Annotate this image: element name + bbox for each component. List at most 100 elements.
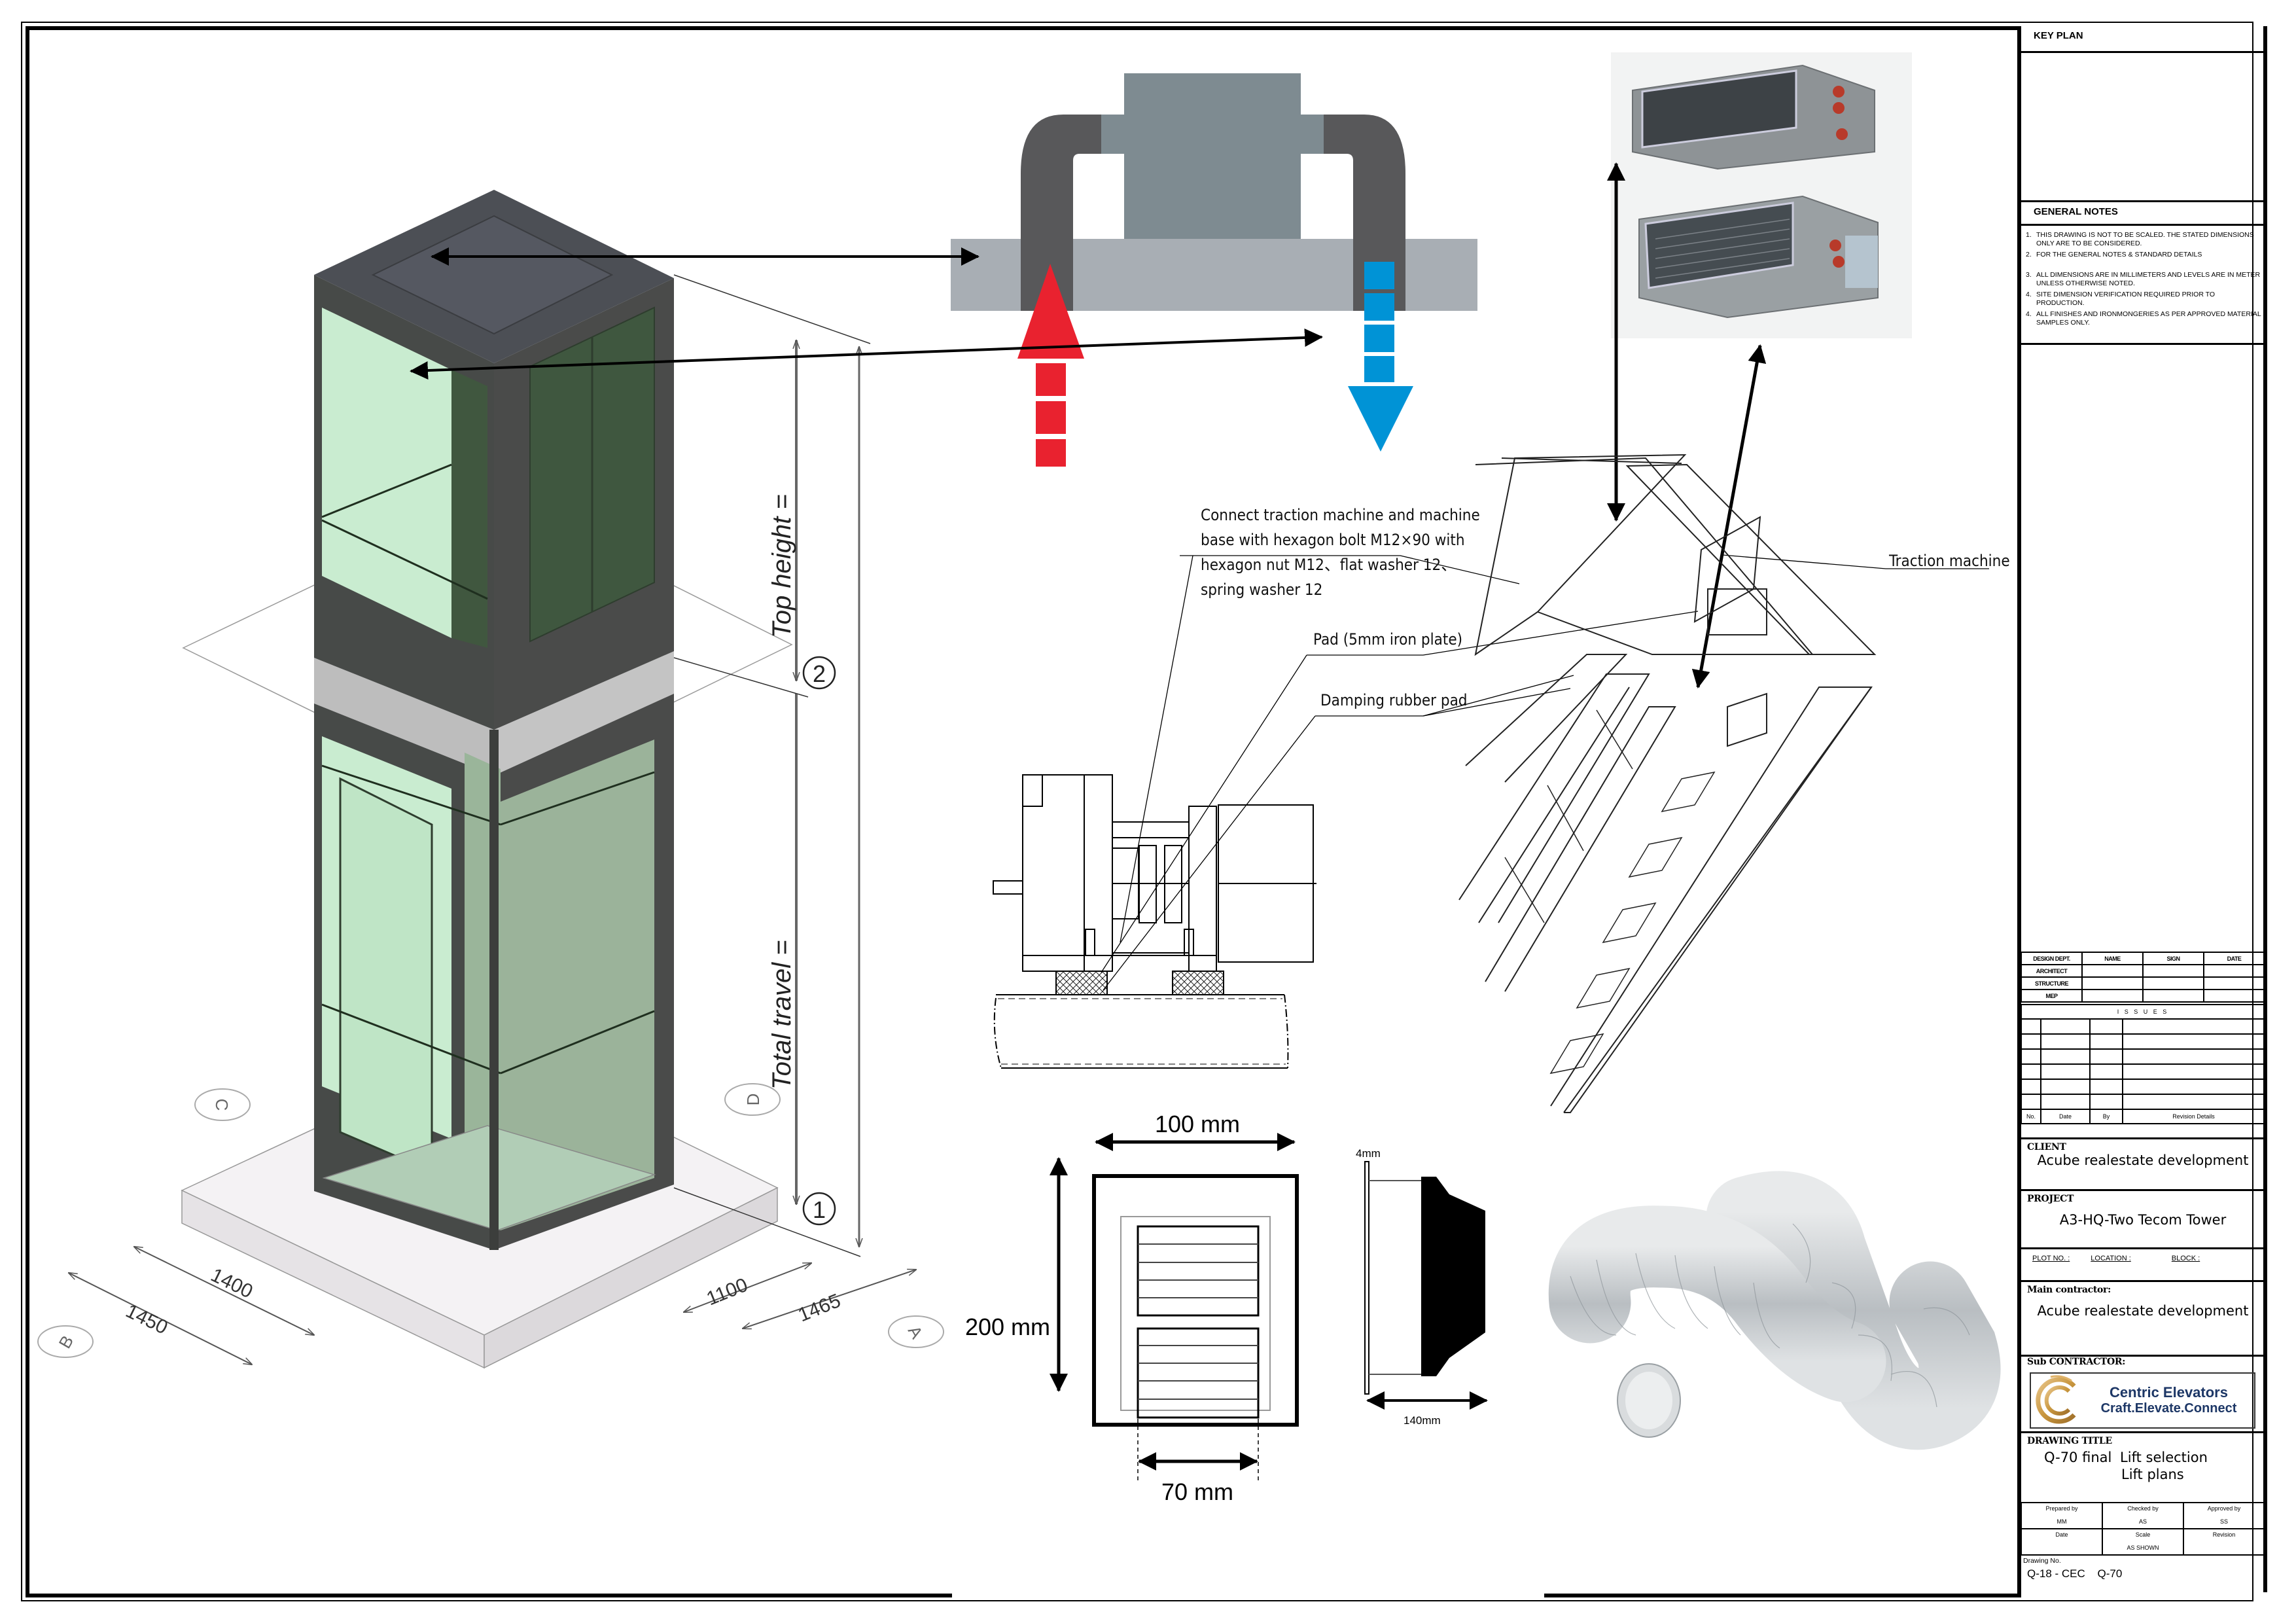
- leader-cabin-to-duct: [410, 328, 1323, 380]
- pipe-left: [1021, 115, 1101, 311]
- approvals-table: Prepared by MM Checked by AS Approved by SS…: [2021, 1502, 2265, 1556]
- level-marker-2-circle: [802, 656, 836, 690]
- design-row-structure: STRUCTURE: [2021, 976, 2083, 990]
- drawing-no-value: Q-18 - CEC: [2027, 1567, 2085, 1580]
- flexible-duct-photo: [1548, 1171, 2001, 1450]
- view-marker-a: A: [888, 1315, 944, 1348]
- view-marker-b: B: [37, 1325, 94, 1358]
- level2-ext-line: [673, 657, 809, 698]
- plot-section: PLOT NO. : LOCATION : BLOCK :: [2021, 1247, 2265, 1280]
- scale-value: AS SHOWN: [2127, 1544, 2159, 1551]
- grille-side-view: [1364, 1161, 1485, 1395]
- top-ext-line: [673, 274, 871, 344]
- lower-door-left: [339, 777, 433, 1173]
- client-value: Acube realestate development: [2037, 1152, 2249, 1168]
- plot-no-label: PLOT NO. :: [2032, 1255, 2070, 1262]
- issues-revision-header: Revision Details: [2122, 1109, 2265, 1124]
- lower-glass-rail-b: [500, 771, 655, 826]
- upper-glass-rail-b: [321, 519, 488, 600]
- view-marker-c: C: [194, 1088, 251, 1121]
- drawing-title-overlay-b: Lift plans: [2121, 1467, 2184, 1482]
- general-note: 1.THIS DRAWING IS NOT TO BE SCALED. THE …: [2026, 231, 2254, 247]
- traction-side-view: [993, 774, 1316, 1069]
- drawing-no-section: Drawing No. Q-18 - CEC Q-70: [2021, 1554, 2265, 1592]
- general-note: 2.FOR THE GENERAL NOTES & STANDARD DETAI…: [2026, 251, 2202, 259]
- svg-text:D: D: [743, 1094, 763, 1106]
- issues-table: I S S U E S No. Date By Revision Details: [2021, 1004, 2265, 1124]
- level-marker-1: 1: [813, 1196, 826, 1223]
- block-label: BLOCK :: [2171, 1255, 2200, 1262]
- issues-by-header: By: [2089, 1109, 2123, 1124]
- grille-width-label: 100 mm: [1155, 1111, 1240, 1137]
- view-marker-d: D: [724, 1083, 781, 1116]
- car-floor: [322, 1125, 656, 1231]
- date-label: Date: [2055, 1531, 2068, 1538]
- machine-frame-isometric: [1458, 454, 1877, 1113]
- sub-contractor-name: Centric Elevators: [2110, 1384, 2228, 1400]
- checked-by-value: AS: [2138, 1518, 2147, 1525]
- grille-front-view: [1092, 1174, 1299, 1482]
- general-note: 3.ALL DIMENSIONS ARE IN MILLIMETERS AND …: [2026, 271, 2261, 287]
- prepared-by-value: MM: [2057, 1518, 2067, 1525]
- checked-by-label: Checked by: [2127, 1505, 2159, 1512]
- issues-section: I S S U E S No. Date By Revision Details: [2021, 1004, 2265, 1137]
- design-sign-header: SIGN: [2142, 952, 2204, 965]
- project-label: PROJECT: [2027, 1194, 2074, 1204]
- note-connect-line-3: hexagon nut M12、flat washer 12、: [1201, 556, 1457, 574]
- note-damping: Damping rubber pad: [1320, 691, 1468, 709]
- lower-glass-rail-c: [321, 1003, 501, 1075]
- supply-arrow-dash-3: [1036, 439, 1066, 467]
- level-marker-1-circle: [802, 1192, 836, 1226]
- floor-band-front: [314, 658, 494, 776]
- approved-by-label: Approved by: [2207, 1505, 2241, 1512]
- floor-band-side: [494, 651, 674, 776]
- return-arrow-dash-1: [1364, 262, 1394, 289]
- drawing-no-overlay: Q-70: [2097, 1567, 2123, 1580]
- key-plan-area: [2021, 51, 2265, 200]
- note-pad: Pad (5mm iron plate): [1313, 630, 1462, 649]
- sub-contractor-label: Sub CONTRACTOR:: [2027, 1357, 2126, 1367]
- dim-1400: 1400: [207, 1264, 256, 1303]
- scale-label: Scale: [2135, 1531, 2151, 1538]
- fan-coil-units-photo: [1611, 52, 1912, 338]
- lower-glass-right: [501, 740, 654, 1230]
- return-arrow-dash-2: [1364, 293, 1394, 321]
- hvac-schematic: [951, 73, 1477, 467]
- grille-depth-label: 140mm: [1404, 1414, 1441, 1427]
- issues-label: I S S U E S: [2021, 1004, 2265, 1020]
- return-arrow-dash-4: [1364, 356, 1394, 382]
- title-block: KEY PLAN GENERAL NOTES 1.THIS DRAWING IS…: [2019, 26, 2267, 1592]
- sub-contractor-tagline: Craft.Elevate.Connect: [2100, 1401, 2237, 1416]
- pit-slab-side: [484, 1186, 778, 1369]
- client-label: CLIENT: [2027, 1142, 2066, 1152]
- key-plan-label: KEY PLAN: [2034, 30, 2083, 41]
- approved-by-value: SS: [2219, 1518, 2228, 1525]
- grille-thickness-label: 4mm: [1356, 1147, 1381, 1160]
- upper-glass-left: [322, 308, 451, 638]
- revision-label: Revision: [2212, 1531, 2236, 1538]
- design-dept-section: DESIGN DEPT. NAME SIGN DATE ARCHITECT ST…: [2021, 952, 2265, 1004]
- key-plan-section: KEY PLAN: [2021, 26, 2265, 51]
- drawing-title-label: DRAWING TITLE: [2027, 1436, 2112, 1446]
- project-value: A3-HQ-Two Tecom Tower: [2059, 1212, 2227, 1228]
- base-ext-line: [673, 1187, 861, 1257]
- blank-area: [2021, 343, 2265, 952]
- general-notes-body: 1.THIS DRAWING IS NOT TO BE SCALED. THE …: [2021, 224, 2265, 343]
- design-date-header: DATE: [2203, 952, 2265, 965]
- general-note: 4.SITE DIMENSION VERIFICATION REQUIRED P…: [2026, 291, 2216, 307]
- drawing-title-section: DRAWING TITLE Q-70 final Lift selection …: [2021, 1431, 2265, 1502]
- design-dept-header: DESIGN DEPT.: [2021, 952, 2083, 965]
- prepared-by-label: Prepared by: [2045, 1505, 2078, 1512]
- grille-inner-width-label: 70 mm: [1161, 1478, 1233, 1505]
- drawing-no-label: Drawing No.: [2023, 1557, 2061, 1565]
- main-contractor-section: Main contractor: Acube realestate develo…: [2021, 1280, 2265, 1355]
- note-connect-line-1: Connect traction machine and machine: [1201, 506, 1480, 524]
- lower-glass-rail-a: [321, 764, 501, 826]
- sub-contractor-logo: Centric Elevators Craft.Elevate.Connect: [2030, 1372, 2255, 1429]
- drawing-title-overlay-a: Lift selection: [2120, 1450, 2208, 1465]
- level-marker-2: 2: [813, 660, 826, 687]
- indoor-unit: [1124, 73, 1301, 239]
- roof-hatch: [371, 215, 614, 335]
- svg-text:C: C: [212, 1099, 232, 1111]
- sheet-outer-border: [21, 22, 2253, 1601]
